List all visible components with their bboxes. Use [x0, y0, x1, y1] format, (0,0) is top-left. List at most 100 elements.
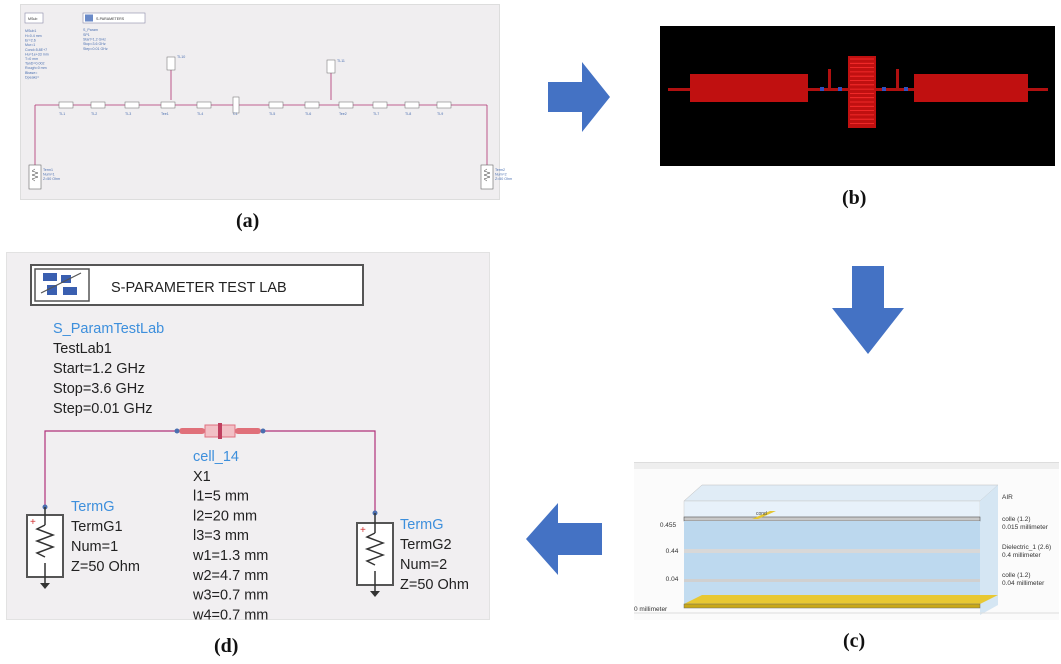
- air-layer: [683, 500, 981, 518]
- spiral-lines: [850, 58, 874, 124]
- tl-element: [404, 101, 420, 109]
- msub-param-1: Er=2.6: [25, 39, 36, 43]
- caption-a: (a): [236, 210, 260, 232]
- msub-param-5: T=0 mm: [25, 57, 38, 61]
- termg1-param-0: TermG: [71, 499, 115, 515]
- sp-param-0: SP1: [83, 33, 90, 37]
- tl-element: [436, 101, 452, 109]
- term2-param-1: Num=2: [495, 173, 507, 177]
- msub-param-0: H=0.4 mm: [25, 34, 42, 38]
- termg2-param-0: TermG: [400, 517, 444, 533]
- msub-param-3: Cond=5.8E+7: [25, 48, 47, 52]
- level-004: 0.04: [666, 576, 679, 583]
- tl-element: [372, 101, 388, 109]
- msub-param-7: Rough=0 mm: [25, 66, 47, 70]
- cell-component: [174, 423, 266, 439]
- stub-2: [326, 59, 336, 74]
- via-1: [820, 87, 824, 91]
- term2-param-2: Z=50 Ohm: [495, 177, 512, 181]
- stackup-svg: cond 0.455 0.44 0.04 0 millimeter AIR co…: [634, 463, 1059, 615]
- msub-label: MSub: [28, 17, 37, 21]
- cell-param-1: X1: [193, 469, 211, 485]
- term1-box: [28, 164, 42, 190]
- layer-label: colle (1.2): [1002, 516, 1031, 523]
- term2-box: [480, 164, 494, 190]
- arrow-left-icon: [526, 503, 602, 575]
- msub-box: [24, 12, 44, 24]
- ground-plane: [683, 603, 981, 609]
- testlab-title: S-PARAMETER TEST LAB: [111, 280, 287, 296]
- cond-label: cond: [756, 511, 767, 517]
- cell-param-8: w4=0.7 mm: [192, 607, 268, 623]
- tl-label: TL7: [373, 112, 379, 116]
- upper-dielectric: [684, 521, 980, 549]
- cell-param-3: l2=20 mm: [193, 508, 257, 524]
- tl-label: TL5: [269, 112, 275, 116]
- panel-b-layout: [660, 26, 1055, 166]
- strip-conductor: [752, 511, 776, 519]
- tl-element: [196, 101, 212, 109]
- termg1-param-2: Num=1: [71, 539, 118, 555]
- colle-top: [683, 516, 981, 522]
- tl-element: [160, 101, 176, 109]
- tl-label: TL6: [305, 112, 311, 116]
- layout-svg: [668, 56, 1048, 128]
- msub-param-8: Bbase=: [25, 71, 37, 75]
- layer-air: AIR: [1002, 494, 1013, 501]
- wire-left: [44, 430, 175, 505]
- schematic-a-svg: MSub S-PARAMETERS MSub1 H=0.4 mmEr=2.6Mu…: [24, 12, 512, 190]
- tl-label: TL9: [437, 112, 443, 116]
- term1-param-2: Z=50 Ohm: [43, 177, 60, 181]
- termg1-param-1: TermG1: [71, 519, 123, 535]
- line-right: [876, 88, 914, 91]
- dielectric-sep: [684, 549, 980, 553]
- cell-param-0: cell_14: [193, 449, 239, 465]
- pad-left: [690, 74, 808, 102]
- cell-param-6: w2=4.7 mm: [192, 568, 268, 584]
- level-0: 0 millimeter: [634, 606, 668, 613]
- msub-param-2: Mur=1: [25, 43, 35, 47]
- termg1-symbol: +: [26, 504, 64, 589]
- msub-name: MSub1: [25, 29, 36, 33]
- stub-2-label: TL11: [337, 59, 345, 63]
- sparam-box: [82, 12, 146, 24]
- term1-param-0: Term1: [43, 168, 53, 172]
- term1-param-1: Num=1: [43, 173, 55, 177]
- arrow-right-icon: [548, 62, 610, 132]
- termg2-param-3: Z=50 Ohm: [400, 577, 469, 593]
- level-0455: 0.455: [660, 522, 677, 529]
- tl-element: [232, 96, 240, 114]
- sp-param-2: Stop=3.6 GHz: [83, 42, 106, 46]
- spiral-block: [848, 56, 876, 128]
- stub-left: [828, 69, 831, 89]
- testlab-param-3: Stop=3.6 GHz: [53, 381, 144, 397]
- feed-left: [668, 88, 690, 91]
- cell-param-4: l3=3 mm: [193, 528, 249, 544]
- layer-label: 0.04 millimeter: [1002, 580, 1045, 587]
- colle-bottom-line: [684, 579, 980, 582]
- termg2-symbol: +: [356, 510, 394, 597]
- layer-label: 0.015 millimeter: [1002, 524, 1049, 531]
- termg1-param-3: Z=50 Ohm: [71, 559, 140, 575]
- cell-param-2: l1=5 mm: [193, 489, 249, 505]
- term2-param-0: Term2: [495, 168, 505, 172]
- tl-label: TL1: [59, 112, 65, 116]
- tl-element: [304, 101, 320, 109]
- top-strip: [634, 463, 1059, 469]
- line-left: [808, 88, 848, 91]
- testlab-param-2: Start=1.2 GHz: [53, 361, 145, 377]
- sp-param-1: Start=1.2 GHz: [83, 38, 106, 42]
- ground-top: [684, 595, 998, 604]
- svg-text:+: +: [30, 517, 36, 528]
- arrow-down-icon: [832, 266, 904, 354]
- testlab-svg: S-PARAMETER TEST LAB S_ParamTestLabTestL…: [26, 264, 469, 623]
- sparam-label: S-PARAMETERS: [96, 17, 125, 21]
- term2-resistor-icon: [483, 168, 491, 182]
